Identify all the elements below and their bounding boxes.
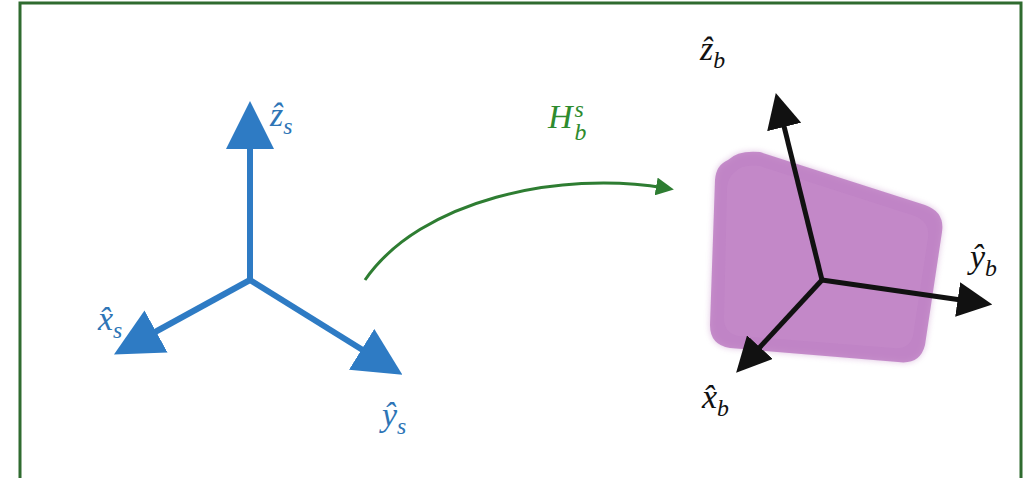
axis-label: ẑs xyxy=(270,98,293,139)
transform-arrow xyxy=(365,183,665,280)
axis-label: ŷs xyxy=(382,398,406,439)
transform-label: Hsb xyxy=(548,98,586,143)
axis-label: x̂s xyxy=(98,302,122,343)
space-frame xyxy=(135,125,382,362)
body-frame xyxy=(748,110,975,360)
axis-label: x̂b xyxy=(702,380,729,421)
rigid-body xyxy=(710,152,942,363)
axis-label: ẑb xyxy=(700,32,725,73)
frame-border xyxy=(20,3,1021,478)
axis-label: ŷb xyxy=(970,240,997,281)
